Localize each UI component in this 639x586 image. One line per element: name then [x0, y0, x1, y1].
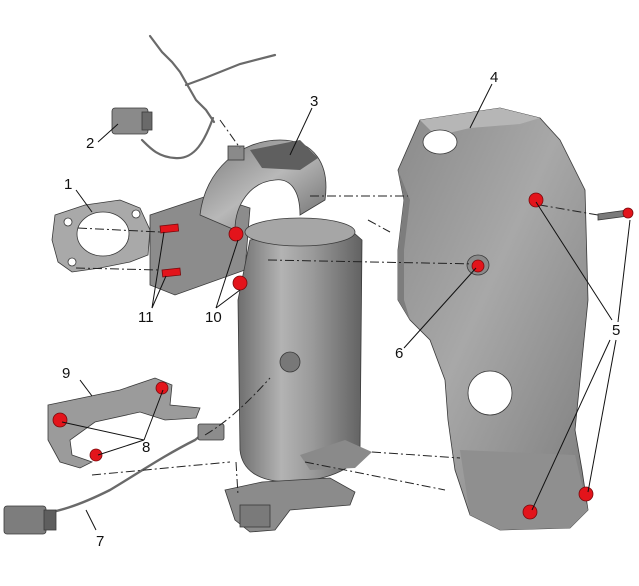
bracket — [47, 377, 201, 469]
callout-4: 4 — [490, 69, 498, 86]
gasket — [51, 199, 151, 273]
callout-9: 9 — [62, 365, 70, 382]
callout-1: 1 — [64, 176, 72, 193]
callout-2: 2 — [86, 135, 94, 152]
heat-shield — [397, 107, 589, 531]
leader-lines — [61, 83, 631, 531]
callout-6: 6 — [395, 345, 403, 362]
callout-labels: 1 2 3 4 5 6 7 8 9 10 11 — [62, 69, 620, 550]
callout-7: 7 — [96, 533, 104, 550]
fasteners — [52, 192, 634, 520]
callout-8: 8 — [142, 439, 150, 456]
callout-5: 5 — [612, 322, 620, 339]
upper-oxygen-sensor — [111, 34, 277, 161]
lower-oxygen-sensor — [3, 423, 225, 535]
alignment-lines — [75, 119, 599, 496]
callout-10: 10 — [205, 309, 222, 326]
catalytic-converter — [149, 139, 372, 533]
callout-11: 11 — [138, 309, 154, 326]
callout-3: 3 — [310, 93, 318, 110]
